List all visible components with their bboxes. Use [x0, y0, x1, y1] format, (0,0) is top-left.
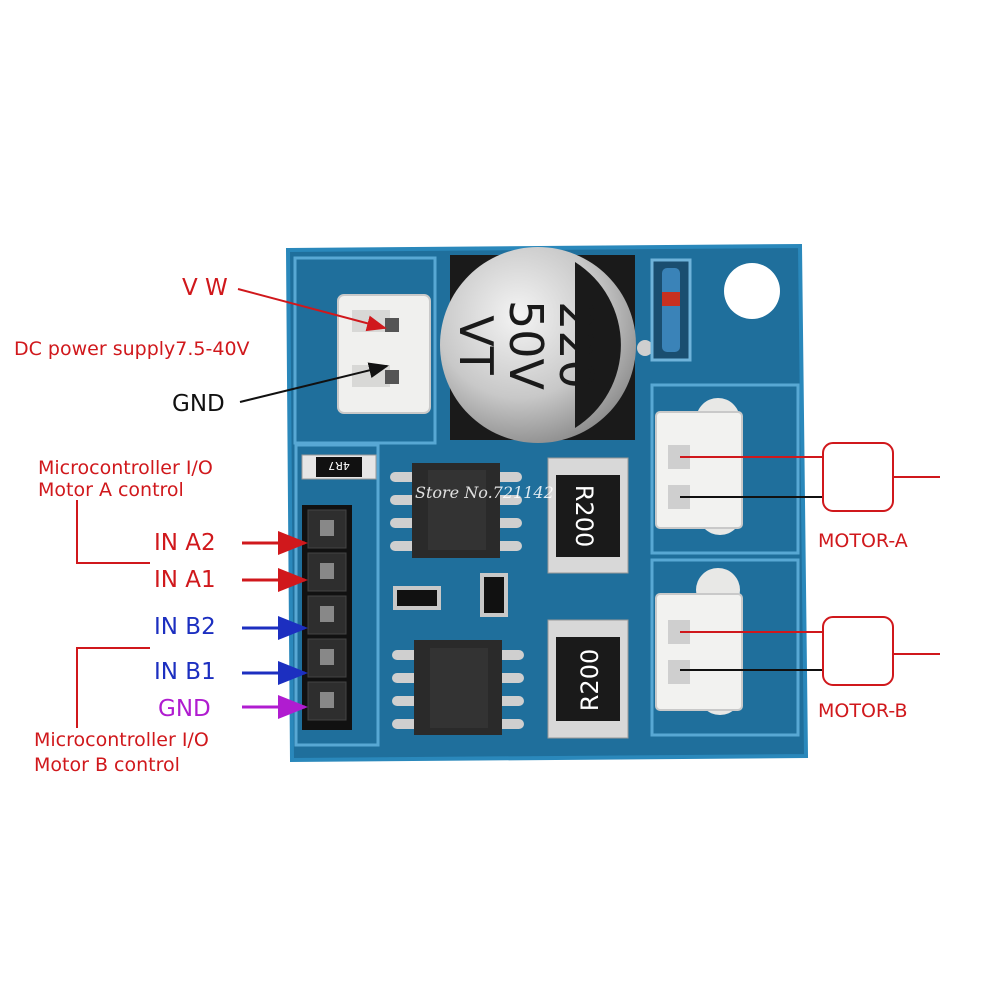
resistor-top-label: R200 — [570, 485, 598, 547]
sense-resistor-top: R200 — [547, 457, 629, 574]
motor-a-connector — [655, 398, 743, 535]
capacitor-label-1: 220 — [549, 301, 603, 389]
sense-resistor-bottom: R200 — [547, 619, 629, 739]
motor-b-label: MOTOR-B — [818, 700, 908, 722]
motor-a-bracket — [76, 500, 150, 564]
diode — [650, 258, 692, 362]
gnd-power-label: GND — [172, 391, 225, 417]
resistor-bottom-label: R200 — [576, 649, 604, 711]
mcu-b-line1: Microcontroller I/O — [34, 729, 209, 751]
smd-resistor-small: 4R7 — [301, 454, 377, 480]
mounting-hole — [724, 263, 780, 319]
motor-b-symbol — [822, 616, 894, 686]
mcu-a-line1: Microcontroller I/O — [38, 457, 213, 479]
mcu-a-line2: Motor A control — [38, 479, 184, 501]
smd-cap-2 — [480, 573, 508, 617]
silkscreen-outlines — [293, 256, 800, 747]
smd-small-label: 4R7 — [328, 459, 350, 472]
in-b2-label: IN B2 — [154, 614, 216, 640]
vw-arrow — [237, 288, 387, 332]
motor-b-bracket — [76, 647, 150, 728]
in-a2-label: IN A2 — [154, 530, 216, 556]
electrolytic-capacitor: 220 50V VT — [440, 247, 653, 443]
motor-a-symbol — [822, 442, 894, 512]
vw-label: V W — [182, 275, 228, 301]
watermark-text: Store No.721142 — [415, 483, 554, 502]
header-pins — [302, 505, 352, 730]
capacitor-label-3: VT — [449, 315, 503, 375]
dc-supply-label: DC power supply7.5-40V — [14, 338, 250, 360]
motor-b-connector — [655, 568, 743, 715]
smd-cap-1 — [393, 586, 441, 610]
capacitor-label-2: 50V — [499, 300, 553, 391]
motor-a-label: MOTOR-A — [818, 530, 908, 552]
gnd-signal-label: GND — [158, 696, 211, 722]
in-a1-label: IN A1 — [154, 567, 216, 593]
mcu-b-line2: Motor B control — [34, 754, 180, 776]
driver-ic-a — [390, 463, 522, 558]
gnd-power-arrow — [239, 362, 389, 403]
in-b1-label: IN B1 — [154, 659, 216, 685]
driver-ic-b — [392, 640, 524, 735]
power-connector — [337, 294, 431, 414]
